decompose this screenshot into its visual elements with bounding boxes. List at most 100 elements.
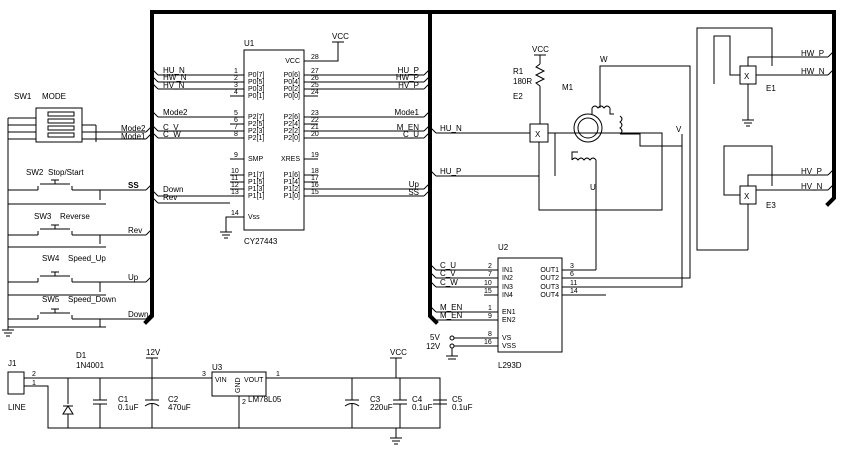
u1-pin-num: 13 bbox=[231, 189, 239, 196]
u1-net-label: Mode2 bbox=[163, 108, 188, 117]
bus-lines bbox=[143, 10, 836, 325]
u1-pin-name: P1[6] bbox=[284, 172, 300, 179]
u2-pin-num: 2 bbox=[488, 263, 492, 270]
e3-net-label: HV_N bbox=[801, 182, 823, 191]
m1-ref: M1 bbox=[562, 83, 574, 92]
u2-pin-num: 1 bbox=[488, 305, 492, 312]
u2-pin-num: 11 bbox=[570, 280, 577, 287]
u1-pin-num: 16 bbox=[311, 182, 319, 189]
u2-ref: U2 bbox=[498, 243, 509, 252]
sw4-ref: SW4 bbox=[42, 254, 60, 263]
u1-pin-num: 14 bbox=[231, 210, 239, 217]
u2-pin-num: 14 bbox=[570, 288, 578, 295]
coil-w bbox=[591, 105, 611, 109]
u1-pin-name: P0[1] bbox=[248, 93, 264, 100]
u1-pin-name: P2[0] bbox=[284, 135, 300, 142]
e2-ref: E2 bbox=[513, 92, 523, 101]
u1-pin-name: P0[3] bbox=[248, 86, 264, 93]
u1-net-label: Down bbox=[163, 185, 183, 194]
u3-part: LM78L05 bbox=[248, 395, 282, 404]
sw3-label: Reverse bbox=[60, 212, 90, 221]
u1-vcc-label: VCC bbox=[332, 32, 349, 41]
sw5-net-label: Down bbox=[128, 310, 148, 319]
c2-value: 470uF bbox=[168, 403, 191, 412]
u1-pin-name: P0[2] bbox=[284, 86, 300, 93]
u2-net-label: 5V bbox=[430, 333, 440, 342]
phase-u-label: U bbox=[590, 183, 596, 192]
u2-pin-name: OUT1 bbox=[540, 267, 559, 274]
c3-value: 220uF bbox=[370, 403, 393, 412]
u1-pin-num: 18 bbox=[311, 168, 319, 175]
u3-pin-out: 1 bbox=[276, 371, 280, 378]
d1-part: 1N4001 bbox=[76, 361, 105, 370]
e1-net-label: HW_P bbox=[801, 49, 824, 58]
u1-pin-num: 27 bbox=[311, 68, 319, 75]
c3-ref: C3 bbox=[370, 395, 381, 404]
r1-vcc-label: VCC bbox=[532, 45, 549, 54]
u1-pin-name: P0[7] bbox=[248, 72, 264, 79]
u2-pin-name: OUT2 bbox=[540, 275, 559, 282]
v12-label: 12V bbox=[146, 348, 161, 357]
u2-net-label: C_V bbox=[440, 269, 456, 278]
sw5-label: Speed_Down bbox=[68, 295, 116, 304]
u1-pin-num: 10 bbox=[231, 168, 239, 175]
u1-pin-num: 24 bbox=[311, 89, 319, 96]
e2-net-label: HU_N bbox=[440, 124, 462, 133]
u2-pin-num: 7 bbox=[488, 271, 492, 278]
u1-net-label: M_EN bbox=[397, 123, 419, 132]
u3-gnd: GND bbox=[235, 377, 242, 393]
sw4-label: Speed_Up bbox=[68, 254, 106, 263]
u1-pin-name: P1[3] bbox=[248, 186, 264, 193]
u1-pin-num: 9 bbox=[234, 152, 238, 159]
u1-pin-name: P2[6] bbox=[284, 114, 300, 121]
coil-v bbox=[619, 115, 623, 135]
u2-pin-name: IN4 bbox=[502, 292, 513, 299]
u1-pin-num: 20 bbox=[311, 131, 319, 138]
u1-net-label: SS bbox=[408, 188, 419, 197]
u1-body bbox=[243, 49, 305, 231]
u2-net-label: C_W bbox=[440, 278, 458, 287]
u1-net-label: HU_N bbox=[163, 66, 185, 75]
u1-net-label: HV_N bbox=[163, 81, 185, 90]
u2-pin-num: 10 bbox=[484, 280, 492, 287]
j1-pin: 2 bbox=[32, 371, 36, 378]
c1-value: 0.1uF bbox=[118, 403, 139, 412]
u1-pin-num: 22 bbox=[311, 117, 319, 124]
u3-ref: U3 bbox=[212, 363, 223, 372]
u2-pin-name: EN1 bbox=[502, 309, 516, 316]
sw3-net-label: Rev bbox=[128, 226, 142, 235]
u1-pin-num: 6 bbox=[234, 117, 238, 124]
c5-ref: C5 bbox=[452, 395, 463, 404]
r1-value: 180R bbox=[513, 77, 532, 86]
sw1-net-label: Mode1 bbox=[121, 132, 146, 141]
j1-ref: J1 bbox=[8, 359, 17, 368]
u1-net-label: Mode1 bbox=[395, 108, 420, 117]
u1-pin-num: 28 bbox=[311, 54, 319, 61]
u1-pin-num: 23 bbox=[311, 110, 319, 117]
sw1-net-label: Mode2 bbox=[121, 124, 146, 133]
svg-text:X: X bbox=[744, 72, 750, 81]
c4-ref: C4 bbox=[412, 395, 423, 404]
u1-pin-name: P2[4] bbox=[284, 121, 300, 128]
e2-net-label: HU_P bbox=[440, 167, 461, 176]
u1-pin-name: P1[1] bbox=[248, 193, 264, 200]
u3-vin: VIN bbox=[215, 377, 227, 384]
u1-net-label: HV_P bbox=[398, 81, 419, 90]
u2-pin-num: 15 bbox=[484, 288, 492, 295]
u1-pin-name: VCC bbox=[285, 58, 300, 65]
u2-pin-name: OUT4 bbox=[540, 292, 559, 299]
c4-value: 0.1uF bbox=[412, 403, 433, 412]
u1-pin-num: 15 bbox=[311, 189, 319, 196]
u2-part: L293D bbox=[498, 361, 522, 370]
e3-net-label: HV_P bbox=[801, 167, 822, 176]
d1-diode bbox=[62, 405, 74, 415]
u2-pin-name: VSS bbox=[502, 343, 516, 350]
u1-pin-num: 26 bbox=[311, 75, 319, 82]
sw4-net-label: Up bbox=[128, 273, 139, 282]
u1-net-label: HW_P bbox=[396, 73, 419, 82]
u3-regulator bbox=[211, 371, 267, 397]
u1-net-label: HU_P bbox=[398, 66, 419, 75]
u2-net-label: 12V bbox=[426, 342, 441, 351]
sw2-net-label: SS bbox=[128, 181, 139, 190]
